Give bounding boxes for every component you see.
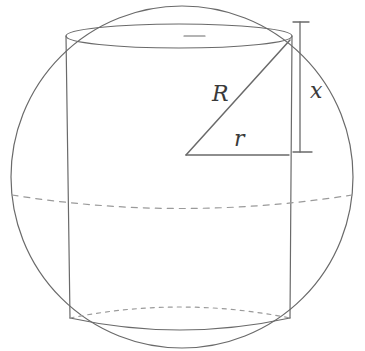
bracket-tick: [293, 151, 312, 152]
dimension-label: x: [310, 80, 322, 102]
dimension-label: r: [234, 128, 245, 150]
radius-line: [186, 40, 290, 155]
center-mark: [184, 35, 205, 36]
cylinder-side: [66, 36, 70, 318]
sphere-outline: [11, 6, 353, 348]
cylinder-bottom-hidden: [70, 307, 290, 318]
dimension-label: R: [212, 83, 229, 105]
sphere-equator: [12, 195, 352, 209]
cylinder-bottom: [70, 318, 290, 330]
cylinder-radius-line: [186, 154, 289, 155]
cylinder-side: [290, 36, 292, 318]
cylinder-top: [66, 24, 292, 48]
height-bracket: [299, 22, 300, 152]
bracket-tick: [293, 21, 309, 22]
